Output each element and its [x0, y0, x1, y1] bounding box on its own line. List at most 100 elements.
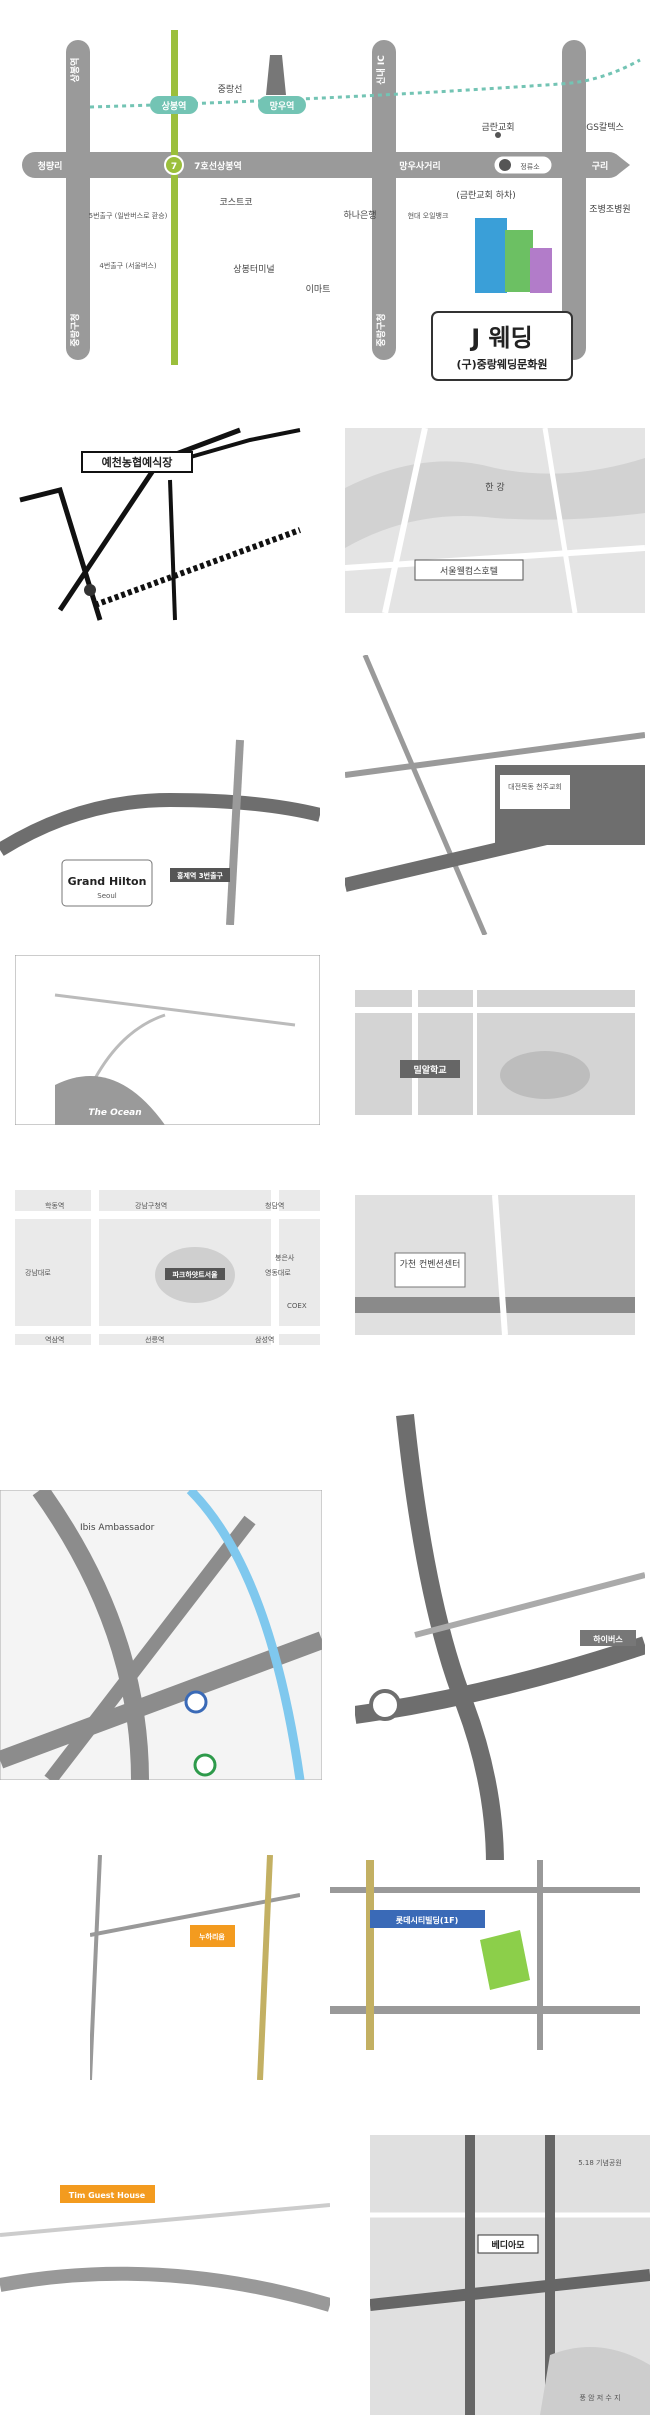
map-gachon-svg: 가천 컨벤션센터	[355, 1195, 635, 1335]
label-sangbong-terminal: 상봉터미널	[233, 264, 274, 275]
map-daejeon-svg: 대전목동 천주교회	[345, 655, 645, 935]
map-lotte-svg: 롯데시티빌딩(1F)	[330, 1860, 640, 2050]
label-hospital: 조병조병원	[589, 204, 630, 215]
map-bediamo-svg: 풍 암 저 수 지 5.18 기념공원 베디아모	[370, 2135, 650, 2415]
map-tim-guesthouse-svg: Tim Guest House	[0, 2165, 330, 2350]
venue-name: 서울웰컴스호텔	[440, 565, 498, 577]
venue-name: 누하리움	[199, 1932, 225, 1941]
label-hyundai-oilbank: 현대 오일뱅크	[408, 211, 449, 220]
map-the-ocean-svg: The Ocean	[15, 955, 320, 1125]
venue-name: 파크하얏트서울	[172, 1270, 218, 1279]
label-mangu-intersection: 망우사거리	[399, 160, 440, 172]
road-mid-vertical	[372, 40, 396, 360]
label-exit4: 4번출구 (서울버스)	[99, 261, 156, 270]
map-jwedding: 상봉역 망우역 중랑선 7 7호선상봉역 청량리 망우사거리 구리 정류소 상봉…	[0, 0, 652, 410]
station-sangbong: 상봉역	[162, 100, 187, 112]
map-gachon: 가천 컨벤션센터	[355, 1195, 635, 1335]
river	[186, 1490, 305, 1780]
label-left-top-road: 상봉역	[69, 58, 81, 83]
map-bediamo: 풍 암 저 수 지 5.18 기념공원 베디아모	[370, 2135, 650, 2415]
label-left-bottom-road: 중랑구청	[69, 313, 81, 346]
map-nuharium: 누하리움	[90, 1855, 300, 2080]
venue-name: Tim Guest House	[69, 2191, 146, 2200]
map-hibus: 하이버스	[355, 1405, 645, 1865]
map-milal-svg: 밀알학교	[355, 990, 635, 1115]
label-gangnam-daero: 강남대로	[25, 1268, 51, 1277]
label-geumnan-dropoff: (금란교회 하차)	[456, 189, 516, 201]
venue-name: 하이버스	[593, 1634, 623, 1644]
label-coex: COEX	[287, 1302, 307, 1310]
label-seolleung: 선릉역	[145, 1335, 164, 1344]
label-gangnam-gucheong: 강남구청역	[135, 1201, 167, 1210]
map-hibus-svg: 하이버스	[355, 1405, 645, 1865]
label-emart: 이마트	[306, 284, 331, 295]
venue-name: The Ocean	[88, 1108, 141, 1118]
venue-name: 롯데시티빌딩(1F)	[396, 1915, 459, 1925]
label-guri: 구리	[592, 160, 609, 172]
map-lotte: 롯데시티빌딩(1F)	[330, 1860, 640, 2050]
map-yecheon: 예천농협예식장	[0, 420, 320, 625]
label-river: 한 강	[485, 482, 504, 493]
station-mangu: 망우역	[270, 100, 295, 112]
building-icon	[475, 218, 507, 293]
venue-city: Seoul	[97, 892, 116, 900]
map-park-hyatt-svg: 학동역 강남구청역 청담역 강남대로 영동대로 COEX 봉은사 역삼역 선릉역…	[15, 1190, 320, 1345]
label-jungang-line: 중랑선	[218, 83, 243, 95]
tower-icon	[266, 55, 286, 95]
venue-name: Ibis Ambassador	[80, 1523, 155, 1533]
venue-sign	[370, 1910, 485, 1928]
river-area	[345, 458, 645, 548]
map-yecheon-svg: 예천농협예식장	[0, 420, 320, 625]
subway-line-7	[171, 30, 178, 365]
label-cheongnyangni: 청량리	[38, 160, 63, 172]
venue-subtitle: (구)중랑웨딩문화원	[456, 357, 547, 371]
road-right-vertical	[562, 40, 586, 360]
map-milal: 밀알학교	[355, 990, 635, 1115]
venue-name: 예천농협예식장	[102, 455, 173, 469]
label-cheongdam: 청담역	[265, 1201, 284, 1210]
map-daejeon: 대전목동 천주교회	[345, 655, 645, 935]
line7-number: 7	[171, 162, 177, 172]
venue-sign	[190, 1925, 235, 1947]
label-park: 5.18 기념공원	[578, 2158, 622, 2167]
map-welcoms: 한 강 서울웰컴스호텔	[345, 428, 645, 613]
map-welcoms-svg: 한 강 서울웰컴스호텔	[345, 428, 645, 613]
label-yeongdong-daero: 영동대로	[265, 1268, 291, 1277]
label-right-bottom-road: 중랑구청	[375, 313, 387, 346]
venue-sign	[431, 311, 573, 381]
venue-name: 밀알학교	[413, 1064, 446, 1076]
label-lake: 풍 암 저 수 지	[579, 2393, 620, 2402]
map-the-ocean: The Ocean	[15, 955, 320, 1125]
label-costco: 코스트코	[219, 197, 252, 208]
venue-sign	[60, 2185, 155, 2203]
label-geumnan-church: 금란교회	[481, 121, 514, 133]
map-grand-hilton-svg: Grand Hilton Seoul 홍제역 3번출구	[0, 730, 320, 925]
line7-station-icon	[164, 155, 184, 175]
venue-name: 가천 컨벤션센터	[400, 1259, 461, 1270]
venue-name: 대전목동 천주교회	[508, 782, 562, 791]
road-left-vertical	[66, 40, 90, 360]
map-tim-guesthouse: Tim Guest House	[0, 2165, 330, 2350]
venue-sign	[81, 451, 193, 473]
map-ibis-svg: Ibis Ambassador	[0, 1490, 322, 1780]
venue-sign	[414, 559, 524, 581]
map-park-hyatt: 학동역 강남구청역 청담역 강남대로 영동대로 COEX 봉은사 역삼역 선릉역…	[15, 1190, 320, 1345]
label-bongeunsa: 봉은사	[275, 1253, 295, 1262]
label-yeoksam: 역삼역	[45, 1335, 64, 1344]
label-right-top-road: 신내 IC	[375, 55, 387, 85]
venue-sign	[61, 859, 153, 907]
venue-name: 베디아모	[491, 2239, 525, 2251]
label-hakdong: 학동역	[45, 1201, 64, 1210]
venue-name: J 웨딩	[469, 324, 532, 352]
map-nuharium-svg: 누하리움	[90, 1855, 300, 2080]
label-line7-sangbong: 7호선상봉역	[194, 160, 242, 172]
label-samseong: 삼성역	[255, 1335, 274, 1344]
map-jwedding-svg: 상봉역 망우역 중랑선 7 7호선상봉역 청량리 망우사거리 구리 정류소 상봉…	[0, 0, 652, 410]
bus-icon	[499, 159, 511, 171]
map-ibis: Ibis Ambassador	[0, 1490, 322, 1780]
label-stop: 홍제역 3번출구	[177, 871, 224, 880]
label-exit5: 5번출구 (일반버스로 환승)	[89, 211, 168, 220]
label-hana-bank: 하나은행	[343, 209, 376, 221]
label-bus-stop: 정류소	[520, 162, 540, 171]
map-grand-hilton: Grand Hilton Seoul 홍제역 3번출구	[0, 730, 320, 925]
